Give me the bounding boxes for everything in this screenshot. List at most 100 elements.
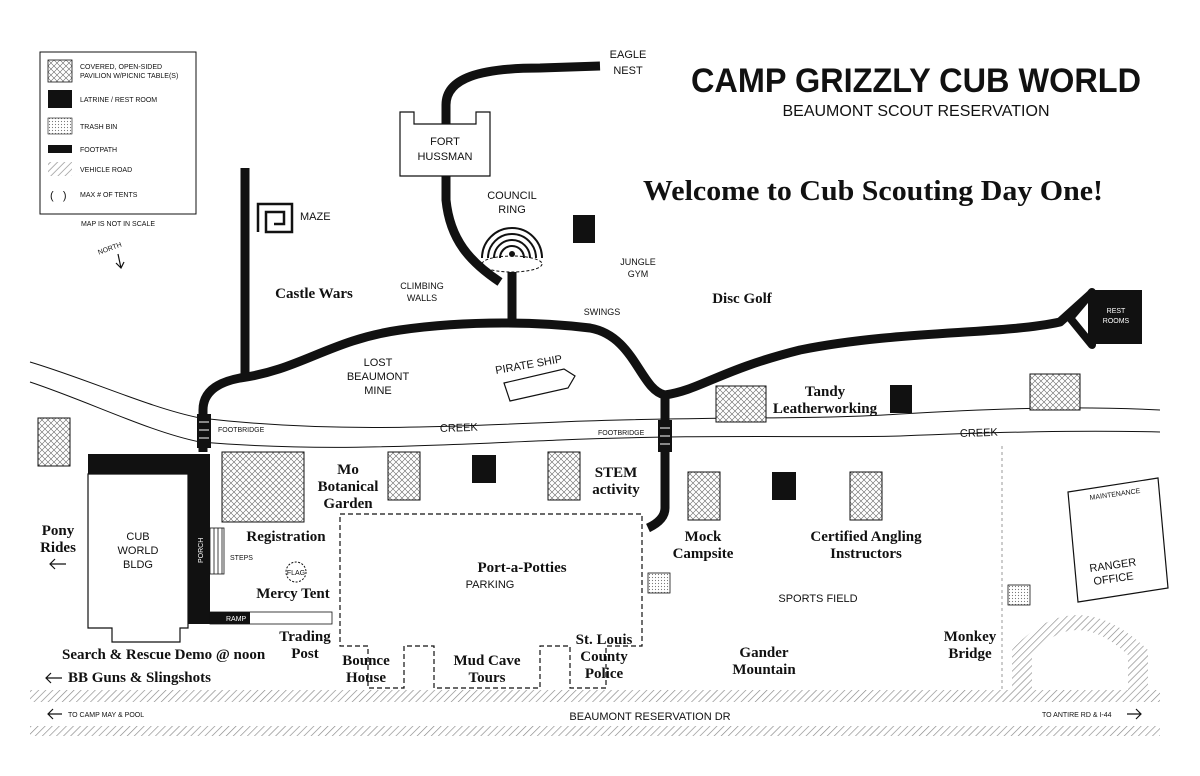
pavilion-left bbox=[37, 417, 71, 467]
legend-latrine-label: LATRINE / REST ROOM bbox=[80, 97, 157, 104]
trading-post-label: Trading bbox=[279, 629, 331, 645]
eagle-nest-label-2: NEST bbox=[613, 65, 643, 77]
legend-trash-label: TRASH BIN bbox=[80, 124, 117, 131]
trash-bin-field bbox=[1007, 584, 1031, 606]
council-ring-label-2: RING bbox=[498, 204, 526, 216]
climbing-walls-label-2: WALLS bbox=[407, 293, 437, 303]
angling-label: Certified Angling bbox=[810, 529, 922, 545]
lost-mine-label-3: MINE bbox=[364, 385, 392, 397]
fort-hussman bbox=[399, 111, 491, 177]
mercy-tent-label: Mercy Tent bbox=[256, 586, 329, 602]
legend-road-label: VEHICLE ROAD bbox=[80, 167, 132, 174]
building-label: CUB bbox=[126, 531, 149, 543]
gander-mountain-label-2: Mountain bbox=[732, 662, 796, 678]
mud-cave-label-2: Tours bbox=[469, 670, 506, 686]
lost-mine-label: LOST bbox=[364, 357, 393, 369]
pony-arrow-icon bbox=[49, 558, 66, 570]
latrine-tandy bbox=[890, 385, 912, 413]
legend-footpath-label: FOOTPATH bbox=[80, 147, 117, 154]
pirate-ship bbox=[503, 368, 576, 402]
latrine-upper bbox=[573, 215, 595, 243]
mo-garden-label-3: Garden bbox=[323, 496, 373, 512]
trash-bin-parking bbox=[647, 572, 671, 594]
monkey-bridge-label-2: Bridge bbox=[948, 646, 992, 662]
eagle-nest-label: EAGLE bbox=[610, 49, 647, 61]
page-subtitle: BEAUMONT SCOUT RESERVATION bbox=[782, 103, 1049, 120]
cub-world-building bbox=[87, 473, 189, 643]
ranger-office-label-2: OFFICE bbox=[1093, 570, 1135, 587]
tandy-label-2: Leatherworking bbox=[773, 401, 878, 417]
rest-rooms-building bbox=[1090, 290, 1142, 344]
gander-mountain-label: Gander bbox=[739, 645, 789, 661]
cub-world-building-roof bbox=[88, 454, 210, 474]
pony-rides-label: Pony bbox=[42, 523, 75, 539]
steps-label: STEPS bbox=[230, 555, 253, 562]
road-swatch bbox=[48, 162, 72, 176]
council-ring-icon bbox=[481, 227, 543, 273]
bounce-house-label-2: House bbox=[346, 670, 386, 686]
swings-label: SWINGS bbox=[584, 307, 621, 317]
left-arrow-icon bbox=[47, 708, 62, 720]
castle-wars-label: Castle Wars bbox=[275, 286, 353, 302]
tandy-label: Tandy bbox=[805, 384, 846, 400]
police-label: St. Louis bbox=[576, 632, 633, 648]
maze-icon bbox=[256, 202, 294, 234]
pavilion-mock bbox=[687, 471, 721, 521]
creek-bottom-bank bbox=[29, 381, 1161, 448]
footbridge-left bbox=[197, 414, 211, 448]
pavilion-angling bbox=[849, 471, 883, 521]
footbridge-right bbox=[658, 420, 672, 452]
registration-label: Registration bbox=[246, 529, 326, 545]
north-arrow-icon bbox=[115, 253, 125, 270]
disc-golf-label: Disc Golf bbox=[712, 291, 773, 307]
footbridge-label-left: FOOTBRIDGE bbox=[218, 427, 265, 434]
climbing-walls-label: CLIMBING bbox=[400, 281, 444, 291]
mo-garden-label-2: Botanical bbox=[318, 479, 379, 495]
pavilion-stem bbox=[547, 451, 581, 501]
port-a-potties-label: Port-a-Potties bbox=[477, 560, 566, 576]
monkey-bridge-label: Monkey bbox=[944, 629, 997, 645]
search-rescue-label: Search & Rescue Demo @ noon bbox=[62, 647, 266, 663]
legend-pavilion-label-2: PAVILION W/PICNIC TABLE(S) bbox=[80, 73, 178, 80]
latrine-mock bbox=[772, 472, 796, 500]
sports-field-label: SPORTS FIELD bbox=[778, 593, 857, 605]
ramp-label: RAMP bbox=[226, 616, 247, 623]
porch bbox=[188, 474, 210, 624]
page-title: CAMP GRIZZLY CUB WORLD bbox=[691, 62, 1141, 100]
scale-note: MAP IS NOT IN SCALE bbox=[81, 221, 155, 228]
footbridge-label-right: FOOTBRIDGE bbox=[598, 430, 645, 437]
maze-label: MAZE bbox=[300, 211, 331, 223]
footpaths bbox=[198, 61, 1094, 533]
bb-arrow-icon bbox=[45, 672, 62, 684]
mud-cave-label: Mud Cave bbox=[453, 653, 520, 669]
right-arrow-icon bbox=[1127, 708, 1142, 720]
fort-label-2: HUSSMAN bbox=[417, 151, 472, 163]
rest-rooms-label: REST bbox=[1107, 308, 1126, 315]
mo-garden-label: Mo bbox=[337, 462, 359, 478]
legend-tents-label: MAX # OF TENTS bbox=[80, 192, 138, 199]
latrine-swatch bbox=[48, 90, 72, 108]
trash-swatch bbox=[47, 117, 73, 135]
jungle-gym-label: JUNGLE bbox=[620, 257, 656, 267]
ranger-road-arch bbox=[1012, 615, 1148, 690]
pony-rides-label-2: Rides bbox=[40, 540, 76, 556]
welcome-banner: Welcome to Cub Scouting Day One! bbox=[643, 176, 1103, 207]
rest-rooms-label-2: ROOMS bbox=[1103, 318, 1130, 325]
building-label-3: BLDG bbox=[123, 559, 153, 571]
creek-label-right: CREEK bbox=[960, 427, 999, 440]
footpath-swatch bbox=[48, 145, 72, 153]
latrine-center bbox=[472, 455, 496, 483]
pavilion-tandy bbox=[715, 385, 767, 423]
building-label-2: WORLD bbox=[118, 545, 159, 557]
angling-label-2: Instructors bbox=[830, 546, 902, 562]
lost-mine-label-2: BEAUMONT bbox=[347, 371, 410, 383]
parking-label: PARKING bbox=[466, 579, 515, 591]
legend: COVERED, OPEN-SIDED PAVILION W/PICNIC TA… bbox=[39, 51, 197, 215]
to-antire-label: TO ANTIRE RD & I-44 bbox=[1042, 712, 1112, 719]
flag-label: FLAG bbox=[287, 570, 305, 577]
jungle-gym-label-2: GYM bbox=[628, 269, 649, 279]
parking-lot bbox=[339, 513, 643, 689]
north-label: NORTH bbox=[97, 242, 123, 257]
to-camp-may-label: TO CAMP MAY & POOL bbox=[68, 712, 144, 719]
fort-label: FORT bbox=[430, 136, 460, 148]
